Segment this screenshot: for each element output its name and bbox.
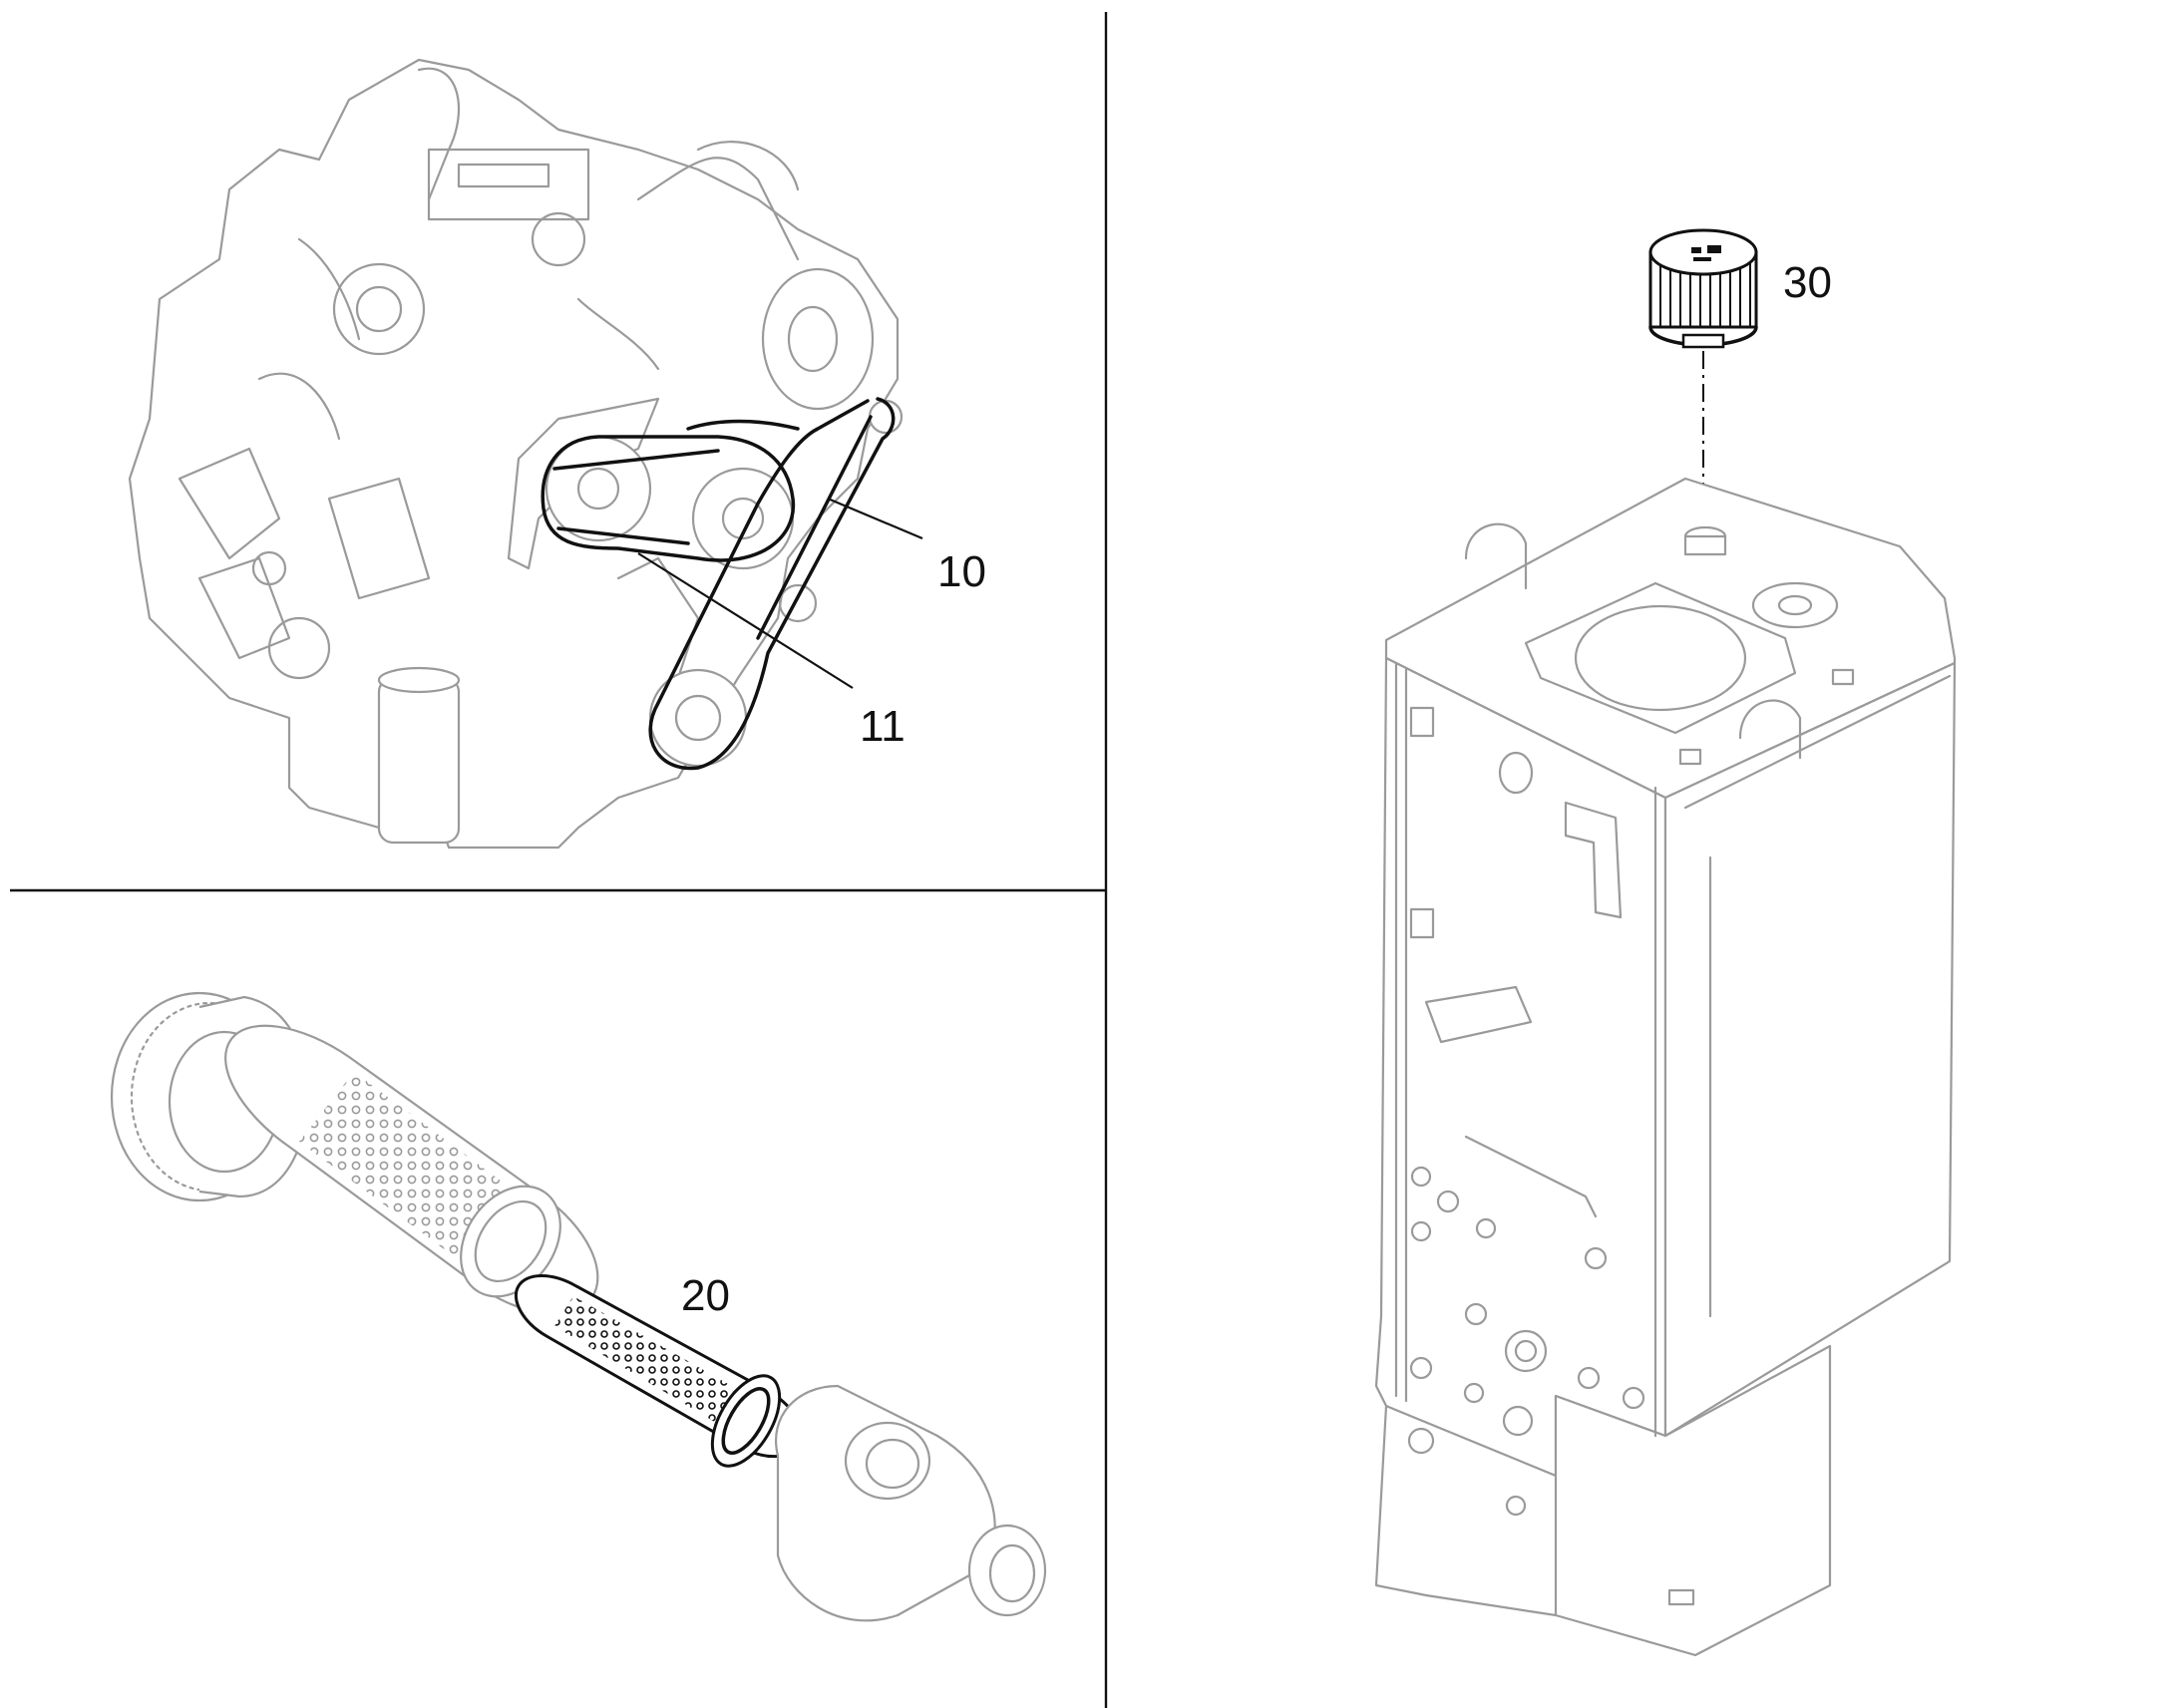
strainer-bore bbox=[721, 1387, 771, 1455]
cap-thread bbox=[1681, 333, 1725, 349]
intake-pipe-2 bbox=[636, 157, 800, 261]
turbo-housing bbox=[332, 262, 426, 356]
strainer-20 bbox=[514, 1273, 804, 1468]
housing-body bbox=[775, 1384, 996, 1622]
front-mount-1 bbox=[1409, 706, 1435, 738]
crank-pulley bbox=[648, 668, 748, 768]
strainer-perforation bbox=[554, 1296, 758, 1436]
drive-belt-10 bbox=[648, 397, 896, 771]
oil-filter bbox=[377, 676, 461, 845]
oil-filler bbox=[531, 211, 586, 267]
crank-hub bbox=[674, 694, 722, 742]
front-bracket bbox=[1564, 801, 1623, 919]
callout-20: 20 bbox=[681, 1271, 730, 1320]
leader-11 bbox=[637, 552, 854, 689]
outer-element-bore bbox=[474, 1199, 547, 1283]
callout-11: 11 bbox=[860, 702, 906, 751]
side-rail bbox=[1653, 674, 1952, 1438]
lifting-eye-left bbox=[1464, 522, 1528, 590]
idler-pulley bbox=[778, 583, 818, 623]
block-detail-3 bbox=[327, 477, 431, 600]
water-pump-pulley bbox=[691, 467, 795, 570]
water-pump-hub bbox=[721, 497, 765, 540]
dipstick-knob bbox=[251, 550, 287, 586]
leader-10 bbox=[827, 497, 923, 540]
compressor-hub bbox=[576, 467, 620, 511]
filter-housing bbox=[775, 1384, 1047, 1622]
fuel-lines bbox=[257, 237, 660, 441]
front-fittings bbox=[1407, 1166, 1645, 1517]
tank-illustration bbox=[1374, 228, 1957, 1657]
block-detail-1 bbox=[178, 447, 281, 560]
alternator bbox=[761, 267, 875, 411]
sensor-flange bbox=[1751, 581, 1839, 629]
front-port-top bbox=[1498, 751, 1534, 795]
panel-dividers bbox=[10, 12, 1108, 1708]
sensor-port bbox=[1777, 594, 1813, 616]
strainer-end bbox=[710, 1374, 782, 1468]
cap-top bbox=[1648, 228, 1758, 276]
housing-outlet bbox=[967, 1524, 1047, 1617]
housing-outlet-bore bbox=[988, 1543, 1036, 1603]
housing-port-bore bbox=[865, 1438, 920, 1490]
sump-flange bbox=[1374, 1404, 1558, 1617]
frame-rail bbox=[1394, 661, 1408, 1403]
compressor-pulley bbox=[545, 435, 652, 542]
drive-belt-11 bbox=[541, 435, 796, 562]
filler-cap-30 bbox=[1648, 228, 1758, 349]
filler-neck-body bbox=[1683, 534, 1727, 556]
lifting-eye-right bbox=[1738, 699, 1802, 760]
alternator-pulley bbox=[787, 305, 839, 373]
engine-outline bbox=[128, 58, 900, 850]
callout-10: 10 bbox=[937, 547, 986, 596]
sump-drain bbox=[1667, 1588, 1695, 1606]
tensioner-pulley bbox=[868, 399, 904, 435]
outer-filter-element bbox=[224, 1024, 599, 1315]
drive-belt-11-inner bbox=[552, 449, 720, 545]
front-wire bbox=[1464, 1135, 1598, 1218]
access-opening bbox=[1574, 604, 1747, 712]
tank-side bbox=[1663, 661, 1957, 1438]
callout-30: 30 bbox=[1783, 258, 1832, 307]
turbo-inlet bbox=[355, 285, 403, 333]
drive-belt-10-inner bbox=[686, 415, 873, 640]
front-label-plate bbox=[1424, 985, 1533, 1044]
filter-assembly-illustration bbox=[110, 991, 1047, 1622]
top-clip-1 bbox=[1678, 748, 1702, 766]
intake-pipe bbox=[417, 67, 461, 201]
block-detail-2 bbox=[197, 556, 291, 660]
bracket bbox=[616, 556, 700, 680]
engine-illustration bbox=[128, 58, 923, 850]
cylinder-head bbox=[427, 148, 590, 221]
head-nameplate bbox=[457, 163, 550, 188]
oil-filter-cap bbox=[377, 666, 461, 694]
housing-port bbox=[844, 1421, 931, 1501]
top-clip-2 bbox=[1831, 668, 1855, 686]
starter bbox=[267, 616, 331, 680]
cap-logo-icon bbox=[1691, 245, 1721, 261]
breather-pipe bbox=[696, 141, 800, 191]
front-mount-2 bbox=[1409, 907, 1435, 939]
outer-element-end bbox=[460, 1185, 561, 1298]
